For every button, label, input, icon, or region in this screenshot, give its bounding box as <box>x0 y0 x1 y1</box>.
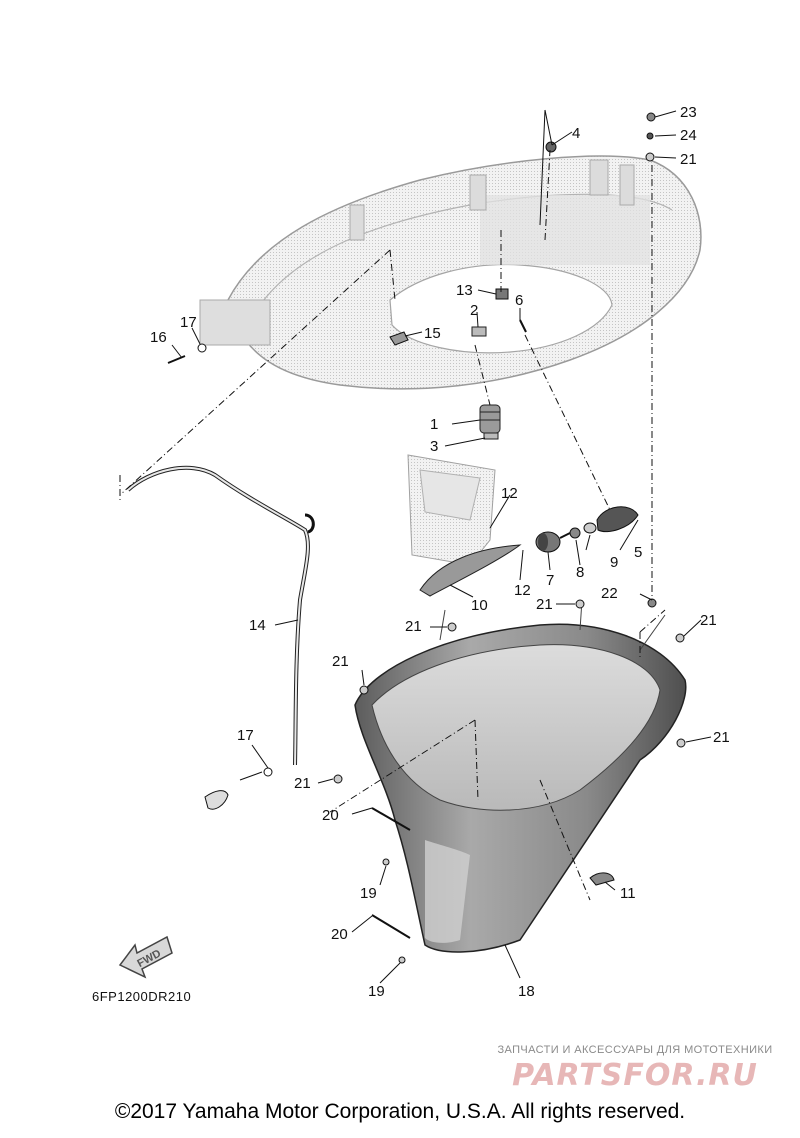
copyright-notice: ©2017 Yamaha Motor Corporation, U.S.A. A… <box>114 1100 686 1123</box>
callout-19b: 19 <box>368 983 385 1000</box>
callout-22: 22 <box>601 585 618 602</box>
callout-3: 3 <box>430 438 438 455</box>
part-strap-10 <box>419 544 522 597</box>
part-clip-11 <box>589 872 615 886</box>
part-lamp-5 <box>596 506 639 533</box>
part-clip-3 <box>483 432 499 440</box>
callout-4: 4 <box>572 125 580 142</box>
routing-lines <box>119 149 666 901</box>
callout-18: 18 <box>518 983 535 1000</box>
fasteners <box>333 112 686 964</box>
part-pin-16 <box>167 355 186 364</box>
callout-8: 8 <box>576 564 584 581</box>
callout-labels: 1 2 3 4 5 6 7 8 9 10 11 12 12 13 14 15 1… <box>92 104 730 1004</box>
callout-15: 15 <box>424 325 441 342</box>
callout-20a: 20 <box>322 807 339 824</box>
callout-5: 5 <box>634 544 642 561</box>
lower-cowling <box>354 599 687 953</box>
callout-20b: 20 <box>331 926 348 943</box>
callout-1: 1 <box>430 416 438 433</box>
part-bolt-8 <box>559 527 581 539</box>
callout-14: 14 <box>249 617 266 634</box>
part-grommet-1 <box>479 404 501 434</box>
part-clamp-15 <box>389 331 409 346</box>
part-clip-2 <box>471 326 487 337</box>
part-cylinder-7 <box>535 531 561 553</box>
fwd-arrow-icon: FWD <box>118 935 173 979</box>
callout-19a: 19 <box>360 885 377 902</box>
callout-17b: 17 <box>237 727 254 744</box>
part-screw-6 <box>519 319 527 333</box>
callout-21a: 21 <box>680 151 697 168</box>
callout-17a: 17 <box>180 314 197 331</box>
callout-21f: 21 <box>713 729 730 746</box>
callout-12b: 12 <box>514 582 531 599</box>
callout-11: 11 <box>620 885 636 902</box>
callout-16: 16 <box>150 329 167 346</box>
part-ring-17a <box>197 343 207 353</box>
callout-21d: 21 <box>700 612 717 629</box>
upper-cowling-tray <box>199 155 702 390</box>
callout-21e: 21 <box>332 653 349 670</box>
diagram-code: 6FP1200DR210 <box>92 989 191 1004</box>
cable-14 <box>126 465 315 766</box>
callout-2: 2 <box>470 302 478 319</box>
watermark-tagline: ЗАПЧАСТИ И АКСЕССУАРЫ ДЛЯ МОТОТЕХНИКИ <box>497 1044 773 1056</box>
callout-21b: 21 <box>536 596 553 613</box>
watermark-logo: PARTSFOR.RU <box>512 1058 758 1093</box>
part-bracket-13 <box>495 288 509 300</box>
callout-21c: 21 <box>405 618 422 635</box>
callout-21g: 21 <box>294 775 311 792</box>
callout-9: 9 <box>610 554 618 571</box>
part-ring-17b <box>204 767 273 810</box>
callout-7: 7 <box>546 572 554 589</box>
leader-lines <box>171 109 712 984</box>
callout-12a: 12 <box>501 485 518 502</box>
part-washer-9 <box>583 522 597 534</box>
callout-6: 6 <box>515 292 523 309</box>
callout-10: 10 <box>471 597 488 614</box>
callout-23: 23 <box>680 104 697 121</box>
bracket-plate <box>407 454 496 566</box>
callout-13: 13 <box>456 282 473 299</box>
callout-24: 24 <box>680 127 697 144</box>
